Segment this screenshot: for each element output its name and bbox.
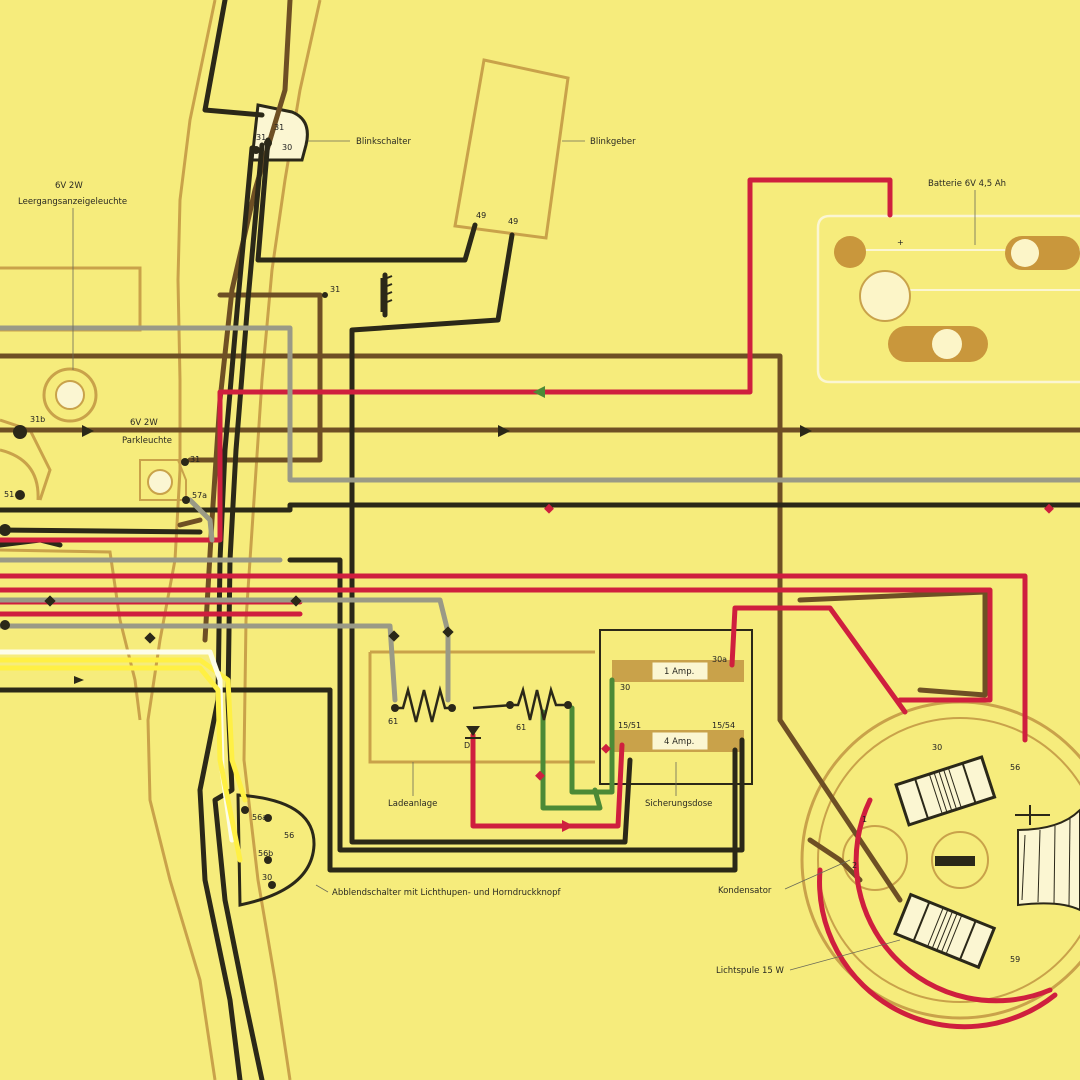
terminal-park-31: 31 — [190, 455, 200, 464]
condenser-icon — [935, 856, 975, 866]
terminal-fuse-15-54: 15/54 — [712, 721, 735, 730]
generator — [800, 700, 1080, 1020]
leader-lines — [72, 140, 976, 971]
park-lamp — [139, 459, 187, 501]
coil-upper-icon — [894, 755, 997, 827]
label-park-power: 6V 2W — [130, 418, 158, 428]
terminal-sw-31b: 31b — [30, 415, 45, 424]
terminal-lade-61b: 61 — [516, 723, 526, 732]
label-sicherungsdose: Sicherungsdose — [645, 799, 712, 809]
label-abblendschalter: Abblendschalter mit Lichthupen- und Horn… — [332, 888, 561, 898]
label-ladeanlage: Ladeanlage — [388, 799, 437, 809]
label-kondensator: Kondensator — [718, 886, 772, 896]
terminal-bs-1: 31 — [274, 123, 284, 132]
battery-cap-icon — [859, 270, 911, 322]
terminal-lade-d: D — [464, 741, 470, 750]
label-lichtspule: Lichtspule 15 W — [716, 966, 785, 976]
ladeanlage-resistors — [391, 685, 572, 739]
terminal-sw-51: 51 — [4, 490, 14, 499]
label-leergang-power: 6V 2W — [55, 181, 83, 191]
terminal-gen-1: 1 — [862, 815, 867, 824]
wires-green — [540, 677, 615, 811]
terminal-fuse-15-51: 15/51 — [618, 721, 641, 730]
label-batterie: Batterie 6V 4,5 Ah — [928, 179, 1006, 189]
battery — [816, 214, 1080, 384]
wires-brown — [0, 0, 1080, 903]
coil-lower-icon — [893, 892, 997, 970]
label-blinkschalter: Blinkschalter — [356, 137, 411, 147]
terminal-gen-59: 59 — [1010, 955, 1020, 964]
terminal-bg-1: 49 — [476, 211, 486, 220]
terminal-labels: 31 31 30 49 49 + 31 31 57a 31b 51 61 D 6… — [4, 123, 1020, 964]
terminal-gen-30: 30 — [932, 743, 942, 752]
blinkgeber-box — [453, 58, 570, 240]
terminal-abb-56: 56 — [284, 831, 294, 840]
label-fuse-top: 1 Amp. — [664, 667, 694, 677]
terminal-bs-3: 30 — [282, 143, 292, 152]
terminal-bg-2: 49 — [508, 217, 518, 226]
terminal-abb-30: 30 — [262, 873, 272, 882]
wires-yellow-white — [0, 649, 248, 863]
terminal-bs-2: 31 — [256, 133, 266, 142]
terminal-bat-plus: + — [897, 238, 904, 247]
battery-terminal-icon — [834, 236, 866, 268]
diode-icon — [466, 726, 480, 736]
junction-markers — [0, 139, 1054, 889]
label-leergang-name: Leergangsanzeigeleuchte — [18, 197, 127, 207]
terminal-fuse-30a: 30a — [712, 655, 727, 664]
breaker-points-icon — [1015, 805, 1080, 912]
sicherungsdose-box — [599, 629, 753, 785]
terminal-lade-61: 61 — [388, 717, 398, 726]
terminal-gen-2: 2 — [852, 861, 857, 870]
component-labels: Blinkschalter Blinkgeber Batterie 6V 4,5… — [18, 137, 1006, 976]
terminal-ground-31: 31 — [330, 285, 340, 294]
terminal-fuse-30: 30 — [620, 683, 630, 692]
ground-symbol-icon — [380, 275, 393, 312]
leergang-lamp — [0, 367, 98, 501]
wires-grey — [0, 325, 1080, 703]
label-blinkgeber: Blinkgeber — [590, 137, 636, 147]
terminal-park-57a: 57a — [192, 491, 207, 500]
terminal-abb-56a: 56a — [252, 813, 267, 822]
label-fuse-bottom: 4 Amp. — [664, 737, 694, 747]
terminal-abb-56b: 56b — [258, 849, 273, 858]
terminal-gen-56: 56 — [1010, 763, 1020, 772]
abblendschalter-box — [236, 793, 316, 907]
label-park-name: Parkleuchte — [122, 436, 172, 446]
